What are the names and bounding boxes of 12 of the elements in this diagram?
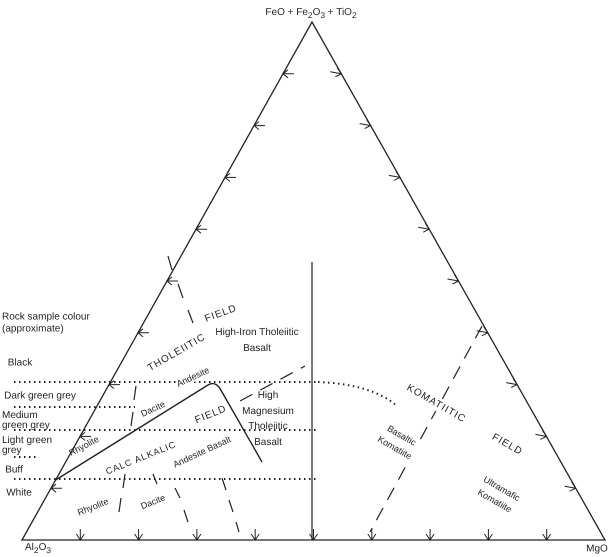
colour-label: Black	[8, 357, 32, 369]
colour-label: Buff	[5, 464, 23, 476]
legend-heading: Rock sample colour (approximate)	[2, 312, 91, 334]
colour-label: Dark green grey	[4, 390, 76, 402]
colour-label: Light green grey	[2, 436, 54, 456]
corner-label: Al$_{2}$O$_{3}$	[25, 542, 51, 556]
rock-type-label: High Magnesium Tholeiitic Basalt	[241, 389, 295, 450]
colour-label: White	[6, 487, 32, 499]
corner-label: MgO	[586, 543, 608, 555]
apex-label: FeO + Fe$_{2}$O$_{3}$ + TiO$_{2}$	[265, 7, 357, 21]
rock-type-label: High-Iron Tholeiitic Basalt	[214, 326, 300, 356]
colour-label: Medium green grey	[2, 411, 51, 431]
